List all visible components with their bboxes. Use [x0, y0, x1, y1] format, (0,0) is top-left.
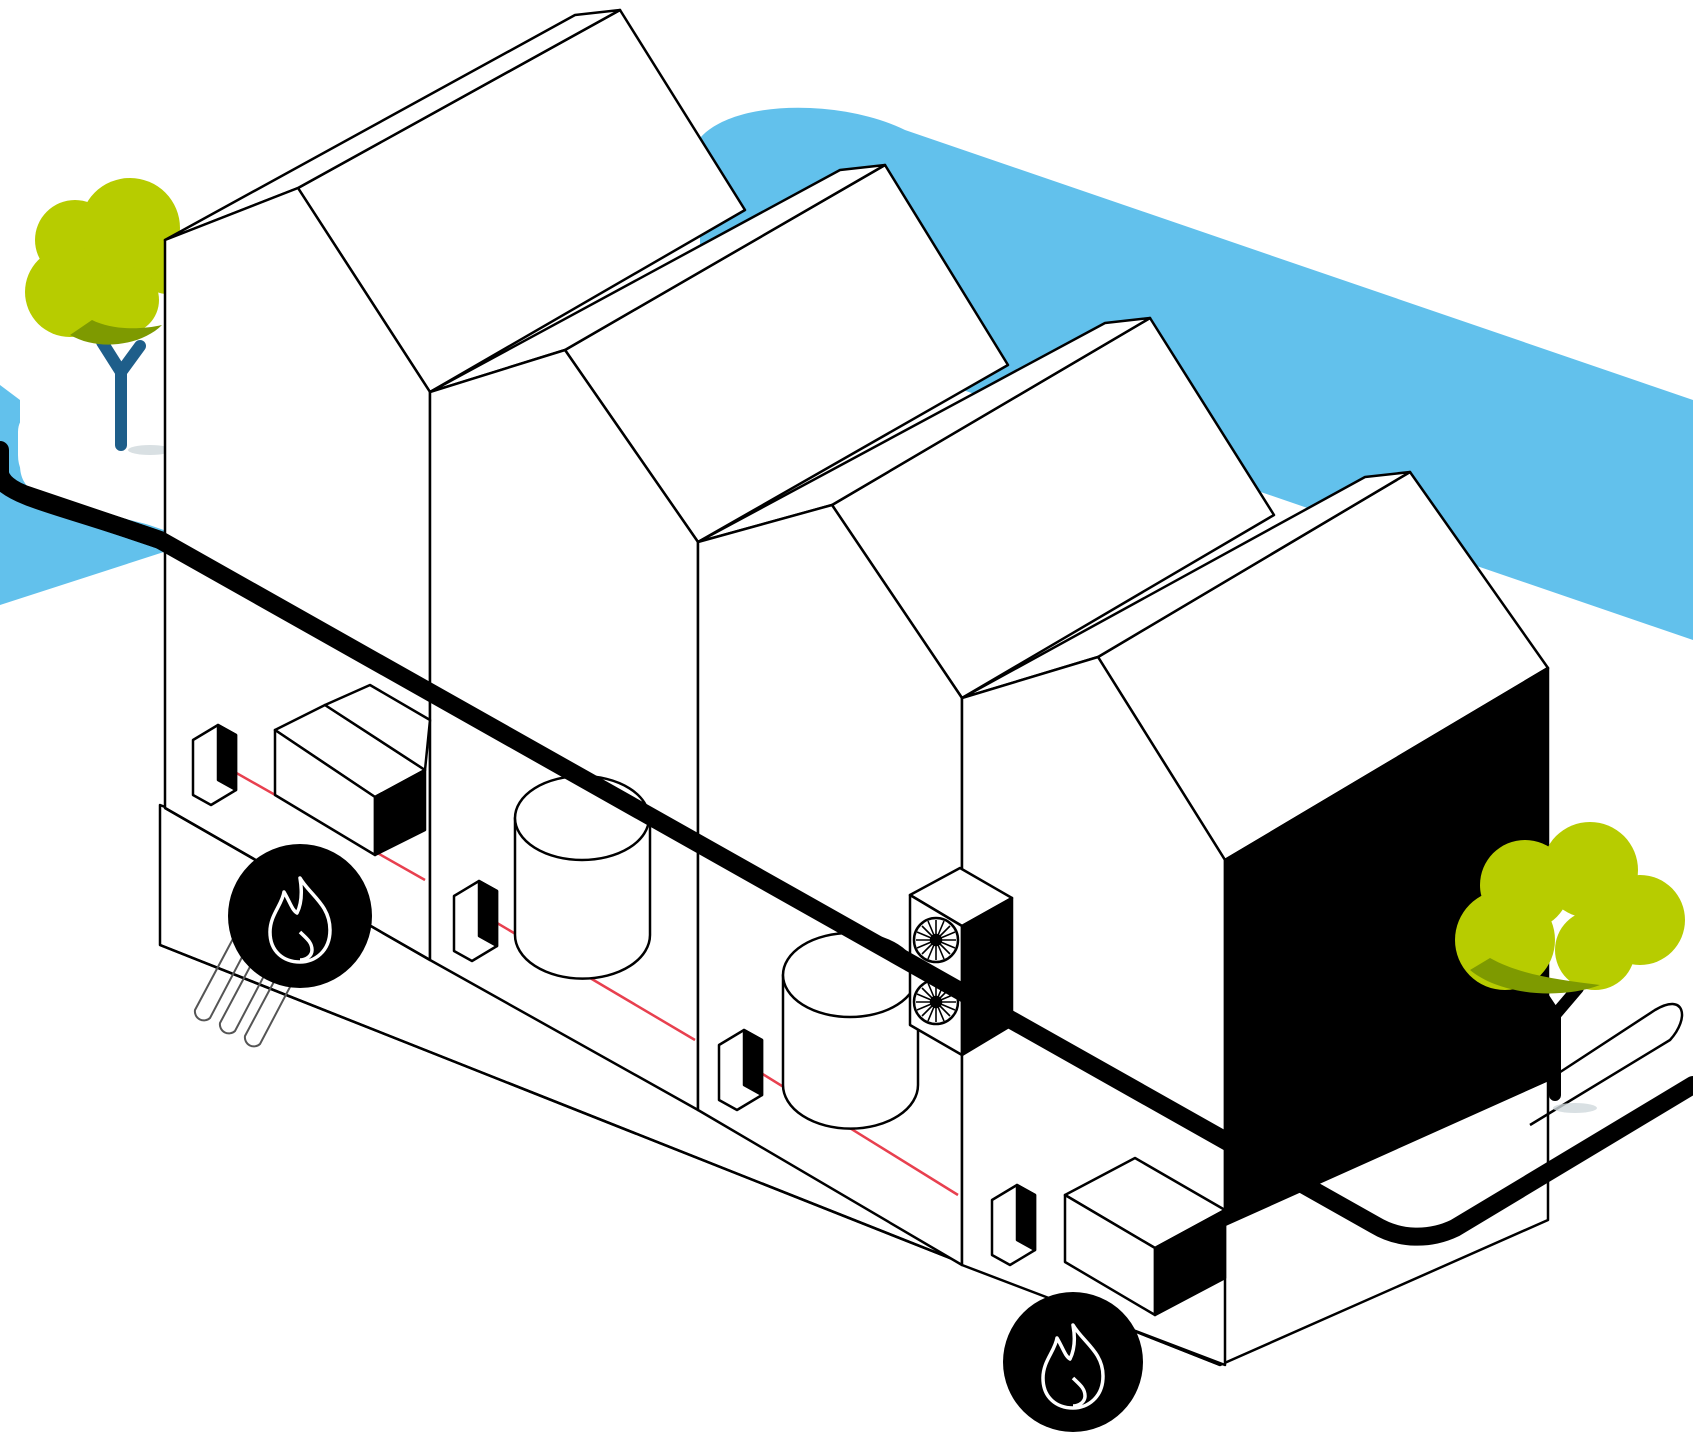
thermostat — [992, 1185, 1035, 1265]
thermostat — [719, 1030, 762, 1110]
tree-trunk — [102, 342, 140, 445]
fire-badge — [1003, 1292, 1143, 1432]
tree-shadow — [1553, 1103, 1597, 1113]
fan-icon — [914, 918, 958, 962]
thermostat — [454, 881, 497, 961]
thermostat — [193, 725, 236, 805]
